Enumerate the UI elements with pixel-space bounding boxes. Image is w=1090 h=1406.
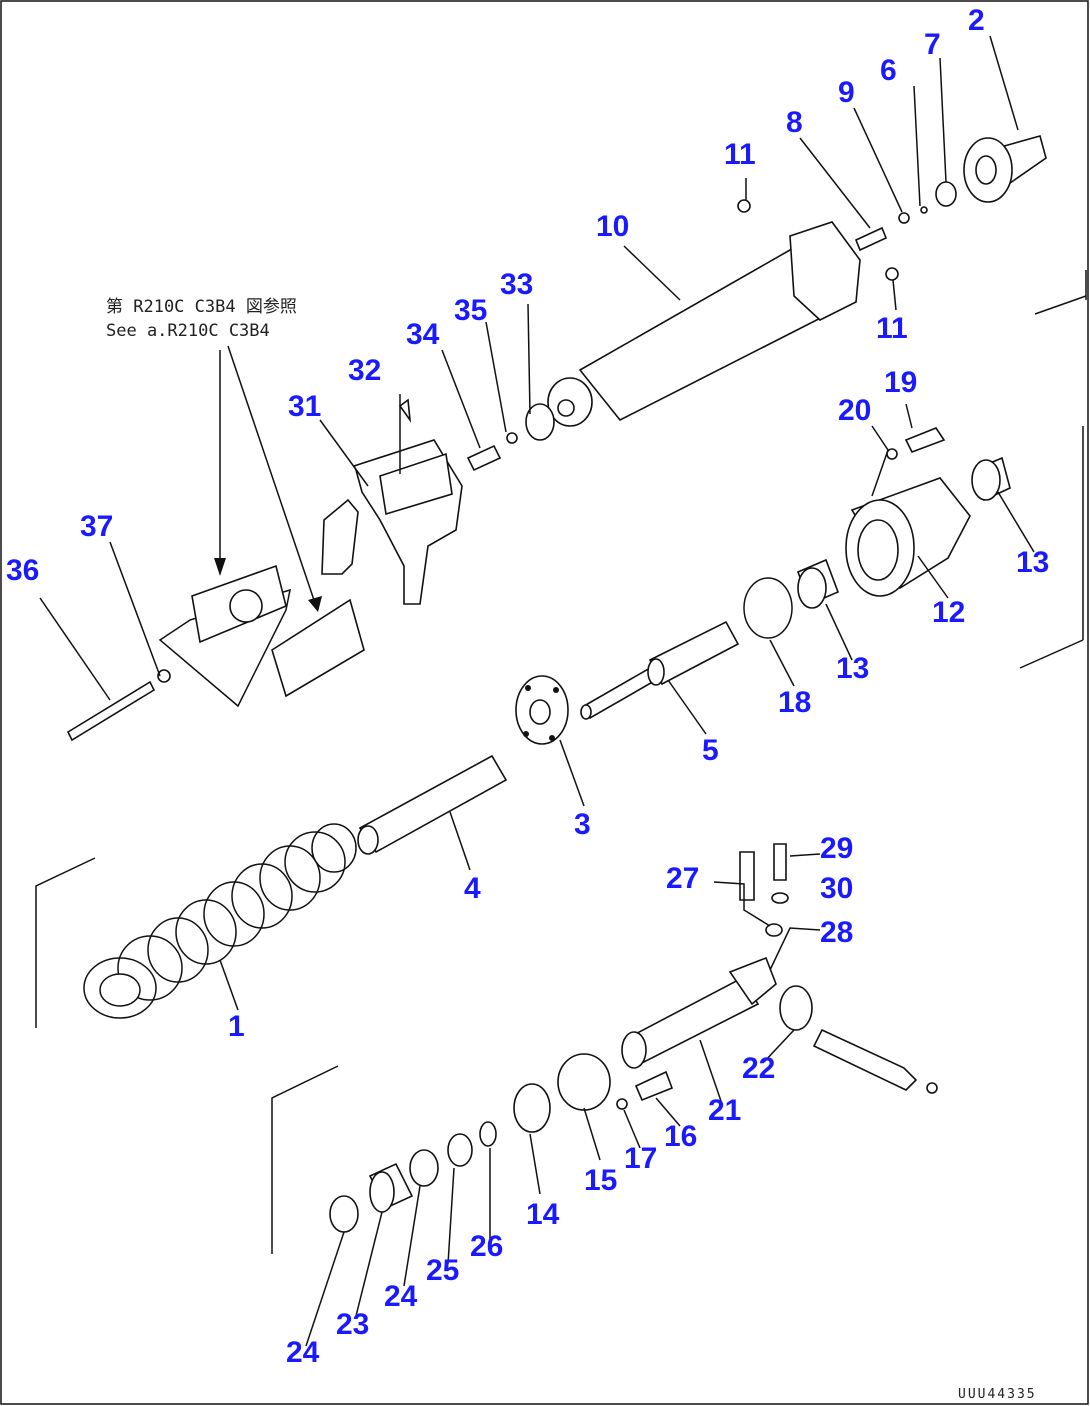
callout-11-lower: 11: [876, 312, 908, 345]
callout-29: 29: [820, 832, 853, 865]
cylinder-part-21: [621, 956, 777, 1069]
bushing-part-13-lower: [796, 558, 840, 609]
callout-9: 9: [838, 76, 855, 109]
callout-22: 22: [742, 1052, 775, 1085]
callout-19: 19: [884, 366, 917, 399]
callout-37: 37: [80, 510, 113, 543]
callout-24-left: 24: [286, 1336, 320, 1369]
housing-part-12: [845, 477, 971, 597]
callout-1: 1: [228, 1010, 245, 1043]
callout-11-upper: 11: [724, 138, 756, 171]
reference-note-ja: 第 R210C C3B4 図参照: [106, 297, 297, 317]
flange-part-3: [515, 675, 569, 745]
bushing-part-22: [779, 985, 813, 1031]
callout-13-right: 13: [1016, 546, 1049, 579]
callout-36: 36: [6, 554, 39, 587]
sheet-lines: [35, 270, 1087, 1254]
callout-31: 31: [288, 390, 321, 423]
callout-16: 16: [664, 1120, 697, 1153]
callout-10: 10: [596, 210, 629, 243]
leader-arrowheads: [214, 558, 322, 612]
callout-18: 18: [778, 686, 811, 719]
lower-small-parts: [329, 1053, 674, 1233]
callout-3: 3: [574, 808, 591, 841]
callout-20: 20: [838, 394, 871, 427]
shaft-part-5: [580, 620, 740, 720]
callout-21: 21: [708, 1094, 741, 1127]
reference-note-en: See a.R210C C3B4: [106, 321, 270, 341]
callout-30: 30: [820, 872, 853, 905]
callout-4: 4: [464, 872, 481, 905]
callout-8: 8: [786, 106, 803, 139]
callout-27: 27: [666, 862, 699, 895]
callout-25: 25: [426, 1254, 459, 1287]
rod-part-4: [357, 754, 508, 855]
yoke-part-31: [321, 439, 463, 605]
plate-assembly: [158, 564, 365, 708]
leader-lines: [39, 35, 1035, 1347]
callout-2: 2: [968, 4, 985, 37]
callout-23: 23: [336, 1308, 369, 1341]
fasteners: [66, 181, 957, 742]
callout-15: 15: [584, 1164, 617, 1197]
bushing-part-13-upper: [971, 456, 1011, 502]
callout-33: 33: [500, 268, 533, 301]
callout-26: 26: [470, 1230, 503, 1263]
callout-35: 35: [454, 294, 487, 327]
callout-34: 34: [406, 318, 440, 351]
callout-7: 7: [924, 28, 941, 61]
callout-13-mid: 13: [836, 652, 869, 685]
callout-12: 12: [932, 596, 965, 629]
callout-5: 5: [702, 734, 719, 767]
callout-6: 6: [880, 54, 897, 87]
callout-14: 14: [526, 1198, 560, 1231]
o-ring-part-18: [743, 577, 793, 639]
cylinder-part-10: [547, 221, 861, 427]
end-cap-part-2: [963, 135, 1047, 203]
pin-lower: [812, 1028, 938, 1094]
callout-32: 32: [348, 354, 381, 387]
callout-28: 28: [820, 916, 853, 949]
callout-17: 17: [624, 1142, 657, 1175]
callout-labels: 1 2 3 4 5 6 7 8 9 10 11 11 12 13 13 14 1…: [6, 4, 1049, 1369]
drawing-code: UUU44335: [958, 1387, 1037, 1402]
callout-24-mid: 24: [384, 1280, 418, 1313]
recoil-spring: [83, 823, 357, 1019]
